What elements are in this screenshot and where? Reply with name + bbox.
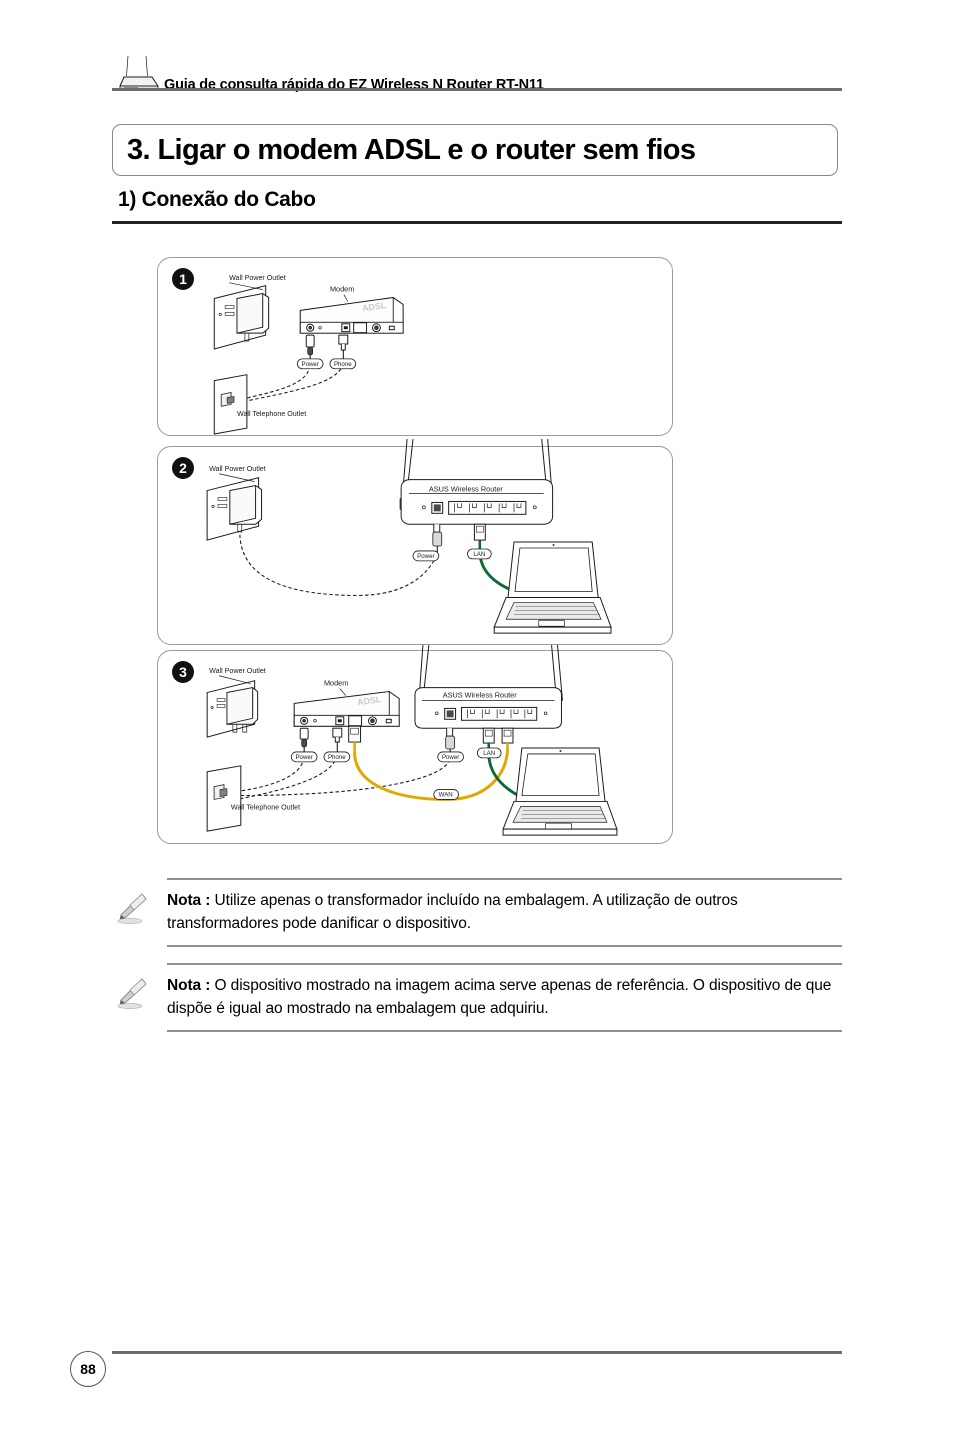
svg-text:Phone: Phone	[328, 754, 346, 761]
label-modem-3: Modem	[324, 679, 348, 688]
page-header: Guia de consulta rápida do EZ Wireless N…	[112, 42, 842, 94]
laptop-2	[493, 541, 612, 634]
label-wall-power-outlet-2: Wall Power Outlet	[209, 465, 266, 473]
cable-label-power-2: Power	[412, 550, 440, 562]
connector-wan-router-3	[501, 727, 514, 750]
label-wall-telephone-outlet-3: Wall Telephone Outlet	[231, 803, 300, 811]
header-divider	[112, 88, 842, 91]
note-1-divider-top	[167, 878, 842, 880]
wall-power-outlet-1	[213, 285, 270, 350]
cable-label-lan-3: LAN	[476, 747, 502, 759]
wall-telephone-outlet-3	[206, 765, 242, 832]
note-2: Nota : O dispositivo mostrado na imagem …	[112, 963, 842, 1032]
wireless-router-icon	[112, 50, 164, 94]
connector-phone-3	[332, 727, 343, 753]
panel-1-illustration: Wall Power Outlet ADSL Modem	[213, 274, 404, 435]
asus-wireless-router-2	[399, 439, 554, 525]
note-1-label: Nota :	[167, 892, 211, 909]
diagram-panel-step-2: 2 Wall Power Outlet	[157, 439, 673, 645]
note-1-divider-bottom	[167, 945, 842, 947]
panel-2-illustration: Wall Power Outlet	[206, 439, 612, 634]
connector-wan-modem-3	[348, 725, 362, 752]
cable-label-lan-2: LAN	[467, 548, 492, 560]
footer-divider	[112, 1351, 842, 1354]
cable-label-power-router-3: Power	[437, 751, 464, 763]
modem-device-3: ADSL	[293, 691, 400, 727]
note-2-divider-bottom	[167, 1030, 842, 1032]
svg-text:ADSL: ADSL	[361, 300, 387, 313]
section-title-box: 3. Ligar o modem ADSL e o router sem fio…	[112, 124, 838, 176]
pencil-icon	[112, 975, 167, 1009]
svg-text:Power: Power	[417, 553, 434, 560]
cable-label-power-modem-3: Power	[290, 751, 318, 763]
page-title: 3. Ligar o modem ADSL e o router sem fio…	[127, 133, 696, 166]
panel-3-illustration: Wall Power Outlet ADSL Modem	[206, 645, 618, 836]
laptop-3	[502, 747, 618, 836]
header-title: Guia de consulta rápida do EZ Wireless N…	[164, 77, 544, 93]
svg-text:Power: Power	[301, 361, 318, 368]
svg-text:LAN: LAN	[473, 551, 485, 558]
svg-text:Phone: Phone	[334, 361, 352, 368]
step-badge-3: 3	[172, 661, 194, 683]
modem-device-1: ADSL	[299, 297, 404, 334]
connector-phone-1	[338, 334, 349, 361]
label-modem-1: Modem	[330, 285, 354, 294]
step-badge-2: 2	[172, 457, 194, 479]
note-1: Nota : Utilize apenas o transformador in…	[112, 878, 842, 947]
wall-power-outlet-2	[206, 477, 263, 541]
connector-lan-2	[473, 523, 486, 550]
note-2-divider-top	[167, 963, 842, 965]
note-1-text: Nota : Utilize apenas o transformador in…	[167, 890, 842, 936]
label-wall-power-outlet-3: Wall Power Outlet	[209, 667, 266, 675]
wall-telephone-outlet-1	[213, 374, 248, 435]
label-asus-wireless-router-3: ASUS Wireless Router	[443, 691, 518, 700]
svg-text:Power: Power	[442, 754, 459, 761]
page-number: 88	[70, 1351, 106, 1387]
diagram-panel-step-3: 3 Wall Power Outlet ADSL	[157, 645, 673, 844]
cable-label-power-1: Power	[296, 358, 324, 370]
connector-power-2	[432, 524, 443, 554]
label-asus-wireless-router-2: ASUS Wireless Router	[429, 485, 504, 494]
label-wall-power-outlet-1: Wall Power Outlet	[229, 274, 286, 282]
cable-label-phone-1: Phone	[329, 358, 357, 370]
cable-label-phone-3: Phone	[323, 751, 351, 763]
section-subtitle: 1) Conexão do Cabo	[118, 188, 316, 211]
svg-text:WAN: WAN	[439, 791, 453, 798]
svg-text:ADSL: ADSL	[356, 694, 382, 707]
cable-label-wan-3: WAN	[433, 789, 459, 800]
pencil-icon	[112, 890, 167, 924]
connector-power-router-3	[445, 728, 455, 757]
diagram-panel-step-1: 1 Wall Power Outlet ADSL	[157, 257, 673, 436]
subtitle-divider	[112, 221, 842, 224]
note-2-text: Nota : O dispositivo mostrado na imagem …	[167, 975, 842, 1021]
connector-power-modem-3	[299, 727, 309, 755]
note-2-label: Nota :	[167, 977, 211, 994]
svg-text:Power: Power	[295, 754, 312, 761]
step-badge-1: 1	[172, 268, 194, 290]
wall-power-outlet-3	[206, 680, 259, 738]
note-2-body: O dispositivo mostrado na imagem acima s…	[167, 977, 832, 1017]
asus-wireless-router-3	[414, 645, 563, 729]
label-wall-telephone-outlet-1: Wall Telephone Outlet	[237, 410, 306, 418]
svg-text:LAN: LAN	[483, 750, 495, 757]
note-1-body: Utilize apenas o transformador incluído …	[167, 892, 738, 932]
